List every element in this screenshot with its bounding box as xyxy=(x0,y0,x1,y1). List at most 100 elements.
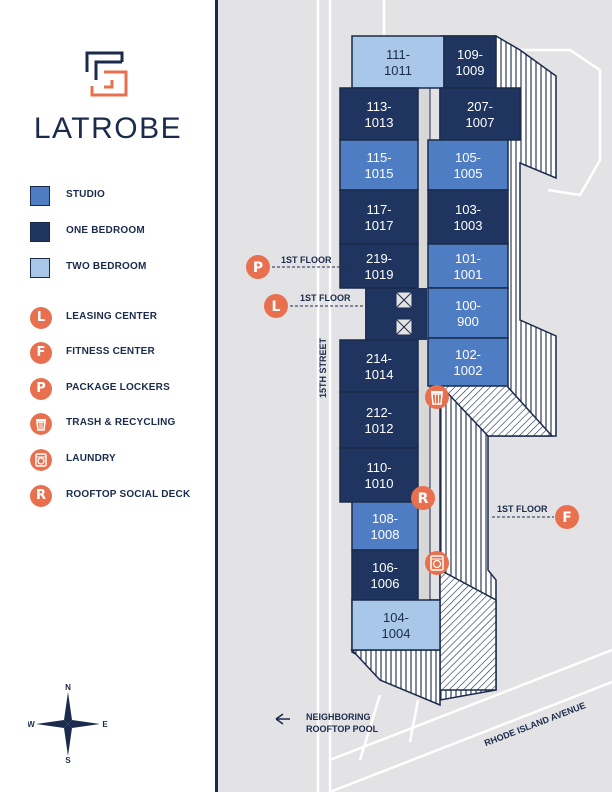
marker-rooftop[interactable]: R xyxy=(411,486,435,510)
unit-box xyxy=(439,87,521,141)
unit-label-line1: 105- xyxy=(455,150,481,165)
legend-label: STUDIO xyxy=(66,189,105,200)
marker-package[interactable]: 1ST FLOOR P xyxy=(246,255,352,279)
unit-box xyxy=(339,339,419,393)
unit-label-line1: 101- xyxy=(455,251,481,266)
unit-102-1002[interactable]: 102-1002 xyxy=(427,337,509,387)
unit-label-line2: 1013 xyxy=(365,115,394,130)
unit-label-line1: 111- xyxy=(386,47,410,62)
unit-box xyxy=(339,189,419,245)
unit-label-line2: 900 xyxy=(457,314,479,329)
leasing-marker-letter: L xyxy=(272,299,281,315)
unit-label-line2: 1010 xyxy=(365,476,394,491)
marker-laundry[interactable] xyxy=(425,551,449,575)
package-badge-icon: P xyxy=(30,378,52,400)
unit-110-1010[interactable]: 110-1010 xyxy=(339,447,419,503)
unit-label-line2: 1012 xyxy=(365,421,394,436)
unit-box xyxy=(427,243,509,289)
unit-label-line1: 207- xyxy=(467,99,493,114)
unit-box xyxy=(427,337,509,387)
brand-name: LATROBE xyxy=(33,112,183,145)
arrow-left-icon xyxy=(275,713,290,725)
compass-s: S xyxy=(65,756,71,764)
unit-label-line2: 1017 xyxy=(365,218,394,233)
unit-212-1012[interactable]: 212-1012 xyxy=(339,391,419,449)
legend-label: LEASING CENTER xyxy=(66,311,158,322)
unit-label-line2: 1004 xyxy=(382,626,411,641)
unit-box xyxy=(427,139,509,191)
unit-101-1001[interactable]: 101-1001 xyxy=(427,243,509,289)
trash-icon xyxy=(30,413,52,435)
compass-n: N xyxy=(65,684,71,692)
sidebar: LATROBE STUDIO ONE BEDROOM TWO BEDROOM L… xyxy=(0,0,215,792)
unit-box xyxy=(351,599,441,651)
unit-label-line1: 214- xyxy=(366,351,392,366)
unit-108-1008[interactable]: 108-1008 xyxy=(351,501,419,551)
unit-label-line1: 110- xyxy=(366,460,391,475)
unit-label-line2: 1009 xyxy=(456,63,485,78)
compass-icon: N S W E xyxy=(28,684,108,764)
compass-w: W xyxy=(28,720,35,729)
legend-label: PACKAGE LOCKERS xyxy=(66,382,170,393)
unit-label-line1: 102- xyxy=(455,347,481,362)
fitness-marker-letter: F xyxy=(562,510,572,526)
unit-103-1003[interactable]: 103-1003 xyxy=(427,189,509,245)
unit-100-900[interactable]: 100-900 xyxy=(427,287,509,339)
unit-label-line1: 100- xyxy=(455,298,481,313)
unit-label-line1: 219- xyxy=(366,251,392,266)
unit-104-1004[interactable]: 104-1004 xyxy=(351,599,441,651)
marker-leasing[interactable]: 1ST FLOOR L xyxy=(264,293,365,318)
unit-label-line2: 1008 xyxy=(371,527,400,542)
legend-label: LAUNDRY xyxy=(66,453,116,464)
unit-109-1009[interactable]: 109-1009 xyxy=(443,35,497,89)
legend-label: TRASH & RECYCLING xyxy=(66,417,176,428)
laundry-icon xyxy=(430,555,444,571)
trash-icon xyxy=(431,391,443,405)
unit-219-1019[interactable]: 219-1019 xyxy=(339,243,419,289)
unit-label-line2: 1011 xyxy=(384,63,412,78)
unit-label-line2: 1015 xyxy=(365,166,394,181)
package-floor-note: 1ST FLOOR xyxy=(281,255,332,265)
unit-box xyxy=(339,87,419,141)
unit-105-1005[interactable]: 105-1005 xyxy=(427,139,509,191)
unit-box xyxy=(339,447,419,503)
unit-label-line2: 1007 xyxy=(466,115,495,130)
unit-214-1014[interactable]: 214-1014 xyxy=(339,339,419,393)
rooftop-badge-icon: R xyxy=(30,485,52,507)
latrobe-logo-icon xyxy=(85,51,128,97)
unit-115-1015[interactable]: 115-1015 xyxy=(339,139,419,191)
unit-box xyxy=(427,189,509,245)
unit-label-line2: 1003 xyxy=(454,218,483,233)
unit-label-line1: 108- xyxy=(372,511,398,526)
unit-label-line2: 1005 xyxy=(454,166,483,181)
marker-trash[interactable] xyxy=(425,385,449,409)
unit-113-1013[interactable]: 113-1013 xyxy=(339,87,419,141)
unit-label-line1: 106- xyxy=(372,560,398,575)
legend-label: TWO BEDROOM xyxy=(66,261,147,272)
laundry-icon xyxy=(30,449,52,471)
unit-106-1006[interactable]: 106-1006 xyxy=(351,549,419,601)
package-marker-letter: P xyxy=(253,260,263,276)
unit-117-1017[interactable]: 117-1017 xyxy=(339,189,419,245)
unit-111-1011[interactable]: 111-1011 xyxy=(351,35,445,89)
studio-swatch xyxy=(30,186,50,206)
leasing-badge-icon: L xyxy=(30,307,52,329)
rooftop-marker-letter: R xyxy=(418,491,429,507)
unit-label-line1: 117- xyxy=(366,202,391,217)
unit-label-line1: 115- xyxy=(366,150,391,165)
legend-label: ONE BEDROOM xyxy=(66,225,145,236)
sidebar-divider xyxy=(215,0,218,792)
neighboring-line1: NEIGHBORING xyxy=(306,712,371,722)
unit-label-line2: 1002 xyxy=(454,363,483,378)
unit-label-line1: 212- xyxy=(366,405,392,420)
marker-fitness[interactable]: 1ST FLOOR F xyxy=(492,504,579,529)
one-bedroom-swatch xyxy=(30,222,50,242)
unit-label-line2: 1001 xyxy=(454,267,483,282)
unit-207-1007[interactable]: 207-1007 xyxy=(439,87,521,141)
unit-layer: 111-1011109-1009113-1013207-1007115-1015… xyxy=(339,35,521,651)
unit-box xyxy=(339,391,419,449)
unit-label-line1: 103- xyxy=(455,202,481,217)
unit-label-line1: 113- xyxy=(366,99,391,114)
neighboring-line2: ROOFTOP POOL xyxy=(306,724,379,734)
unit-box xyxy=(339,139,419,191)
